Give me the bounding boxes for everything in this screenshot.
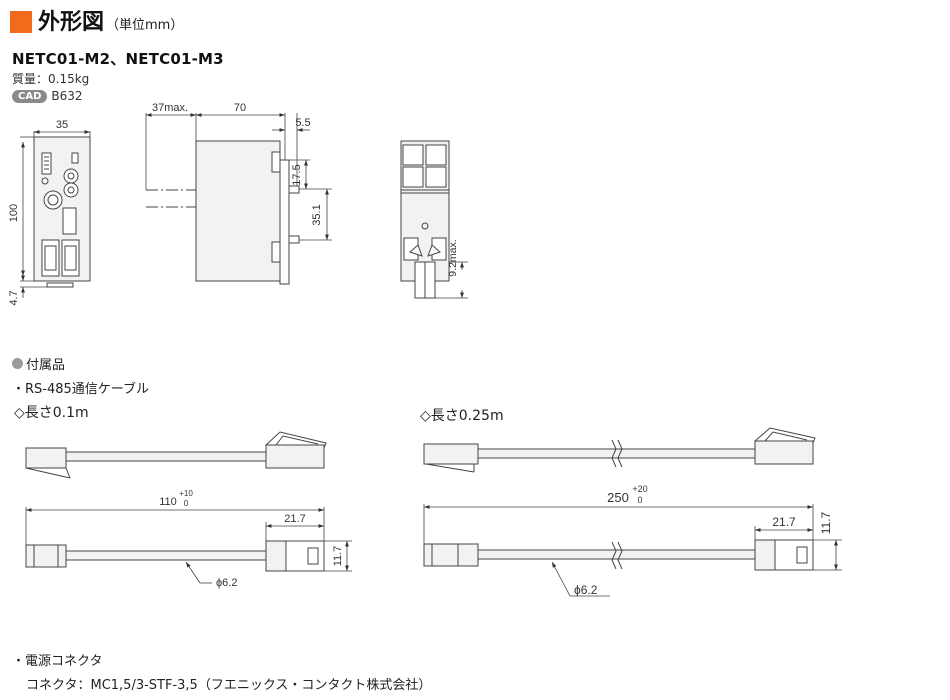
front-view (33, 136, 91, 288)
dim-short-diameter: ϕ6.2 (216, 577, 237, 589)
cable-title: ・RS-485通信ケーブル (12, 382, 150, 397)
model-names: NETC01-M2、NETC01-M3 (12, 50, 224, 68)
power-connector-spec: コネクタ：MC1,5/3-STF-3,5（フエニックス・コンタクト株式会社） (26, 678, 432, 693)
din-rail-plate (279, 159, 290, 285)
dim-height-100: 100 (8, 204, 20, 222)
dim-long-length: 250 (607, 490, 629, 505)
dim-rail-pitch-35.1: 35.1 (311, 204, 323, 225)
dim-bottom-4.7: 4.7 (8, 290, 20, 305)
unit-label: （単位mm） (106, 18, 184, 33)
dim-rail-5.5: 5.5 (295, 117, 310, 129)
dim-long-connector: 21.7 (772, 515, 796, 529)
page-title: 外形図 (38, 10, 105, 35)
cable-long-top-view (423, 427, 816, 473)
connector-rect (62, 207, 77, 235)
rotary-switch-icon (63, 182, 79, 198)
accessories-heading-text: 付属品 (26, 358, 66, 373)
bullet-dot-icon (12, 358, 23, 369)
dim-short-connector: 21.7 (284, 513, 305, 525)
led-column (41, 152, 52, 175)
cable-long-side-view (423, 539, 814, 571)
dim-upper-17.5: 17.5 (291, 164, 303, 185)
dim-long-tol-plus: +20 (632, 484, 647, 494)
dim-short-tol-minus: 0 (184, 499, 189, 508)
rotary-switch-icon (63, 168, 79, 184)
title-accent-square (10, 11, 32, 33)
mass-spec: 質量：0.15kg (12, 72, 90, 86)
cable-short-label: ◇長さ0.1m (14, 405, 89, 421)
cable-long-label: ◇長さ0.25m (420, 408, 504, 424)
cad-code[interactable]: B632 (51, 89, 83, 103)
rear-view (400, 140, 450, 299)
dim-protrusion: 37max. (152, 102, 188, 114)
dim-latch-9.2: 9.2max. (447, 239, 459, 276)
dim-short-tol-plus: +10 (179, 489, 193, 498)
dim-long-tol-minus: 0 (637, 495, 642, 505)
cable-short-top-view (25, 431, 327, 479)
side-body (195, 140, 281, 282)
front-bottom-tab (46, 282, 74, 288)
dim-short-length: 110 (159, 496, 177, 508)
page-title-row: 外形図 （単位mm） (10, 6, 183, 36)
connector-rj45-left (41, 239, 60, 277)
cad-row: CAD B632 (12, 89, 83, 103)
accessories-heading: 付属品 (12, 354, 65, 373)
side-view (146, 140, 300, 285)
cad-badge[interactable]: CAD (12, 89, 48, 103)
connector-rj45-right (61, 239, 80, 277)
dim-width-35: 35 (56, 119, 68, 131)
dim-short-height: 11.7 (332, 546, 344, 567)
led-small (71, 152, 79, 164)
cable-short-side-view (25, 540, 325, 572)
dim-depth-70: 70 (234, 102, 246, 114)
power-connector-title: ・電源コネクタ (12, 654, 103, 669)
dim-long-height: 11.7 (819, 511, 833, 534)
dim-long-diameter: ϕ6.2 (574, 583, 598, 597)
port-circle-icon (43, 190, 63, 210)
